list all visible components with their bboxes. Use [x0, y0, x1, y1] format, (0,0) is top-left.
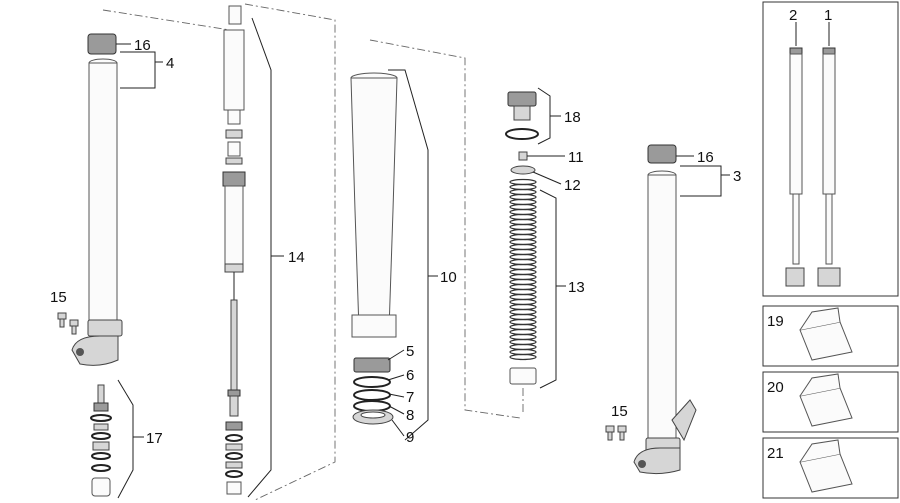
spring-coil	[509, 348, 537, 356]
kit-panel-20	[762, 371, 899, 433]
spring-coil	[509, 318, 537, 326]
cartridge-14	[222, 5, 246, 495]
spring-coil	[509, 243, 537, 251]
spring-coil	[509, 343, 537, 351]
label-7: 7	[406, 389, 414, 406]
label-16-right: 16	[697, 149, 714, 166]
spring-coil	[509, 323, 537, 331]
left-cap-16	[87, 33, 117, 55]
spring-coil	[509, 248, 537, 256]
spring-coil	[509, 263, 537, 271]
kit-panel-21	[762, 437, 899, 499]
spring-coil	[509, 213, 537, 221]
label-18: 18	[564, 109, 581, 126]
label-8: 8	[406, 407, 414, 424]
label-5: 5	[406, 343, 414, 360]
label-20: 20	[767, 379, 784, 396]
complete-forks-panel	[762, 1, 899, 297]
damper-kit-17	[90, 384, 112, 497]
label-2: 2	[789, 7, 797, 24]
spring-coil	[509, 183, 537, 191]
assembly-outline-left	[102, 3, 521, 501]
spring-coil	[509, 308, 537, 316]
label-11: 11	[568, 149, 584, 166]
label-6: 6	[406, 367, 414, 384]
spring-coil	[509, 288, 537, 296]
spring-coil	[509, 253, 537, 261]
label-19: 19	[767, 313, 784, 330]
spring-coil	[509, 208, 537, 216]
label-13: 13	[568, 279, 585, 296]
parts-11-12	[510, 151, 536, 175]
spring-coil	[509, 233, 537, 241]
spring-coil	[509, 338, 537, 346]
spring-coil	[509, 258, 537, 266]
spring-coil	[509, 178, 537, 186]
label-12: 12	[564, 177, 581, 194]
label-1: 1	[824, 7, 832, 24]
spring-coil	[509, 238, 537, 246]
spacer-13	[509, 367, 537, 385]
spring-coil	[509, 333, 537, 341]
inner-tube-10	[350, 72, 398, 338]
left-outer-tube-assembly	[71, 33, 123, 366]
label-15-left: 15	[50, 289, 67, 306]
spring-coil	[509, 273, 537, 281]
spring-coil	[509, 223, 537, 231]
label-10: 10	[440, 269, 457, 286]
spring-coil	[509, 353, 537, 361]
kit-panel-19	[762, 305, 899, 367]
spring-coil	[509, 293, 537, 301]
spring-coil	[509, 193, 537, 201]
spring-coil	[509, 228, 537, 236]
label-4: 4	[166, 55, 174, 72]
right-outer-tube-assembly	[633, 144, 697, 475]
spring-coil	[509, 218, 537, 226]
left-bolts-15	[57, 312, 79, 335]
label-9: 9	[406, 429, 414, 446]
spring-coil	[509, 328, 537, 336]
spring-coil	[509, 203, 537, 211]
spring-coil	[509, 198, 537, 206]
spring-coil	[509, 298, 537, 306]
spring-coil	[509, 313, 537, 321]
label-15-right: 15	[611, 403, 628, 420]
spring-coil	[509, 303, 537, 311]
spring-coil	[509, 283, 537, 291]
label-17: 17	[146, 430, 163, 447]
leader-lines	[116, 17, 830, 499]
spring-13	[509, 178, 537, 361]
spring-coil	[509, 188, 537, 196]
label-14: 14	[288, 249, 305, 266]
seal-parts-5-9	[352, 357, 394, 425]
label-3: 3	[733, 168, 741, 185]
label-16-left: 16	[134, 37, 151, 54]
left-foot	[71, 335, 119, 366]
spring-coil	[509, 278, 537, 286]
label-21: 21	[767, 445, 784, 462]
preload-cap-18	[505, 91, 539, 140]
spring-coil	[509, 268, 537, 276]
right-bolts-15	[605, 425, 627, 441]
